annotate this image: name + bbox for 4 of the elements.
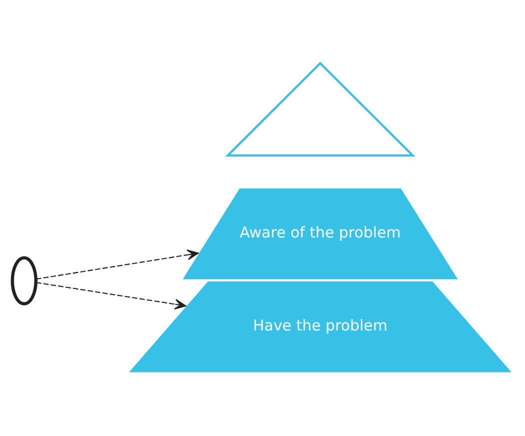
arrow (36, 282, 186, 310)
node-circle (10, 256, 38, 306)
node-triangle (225, 62, 416, 157)
arrow (36, 250, 199, 280)
